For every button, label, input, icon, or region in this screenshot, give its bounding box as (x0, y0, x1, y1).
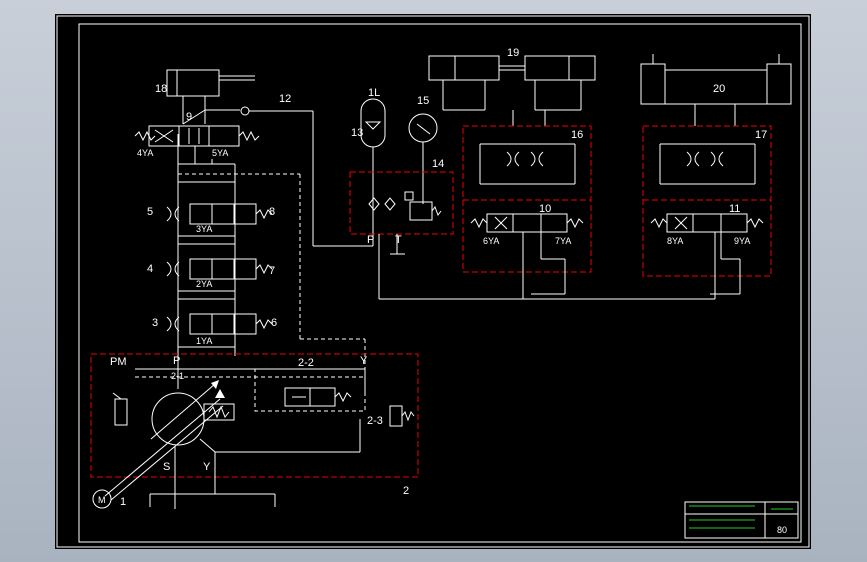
drawing-sheet[interactable]: 80 18 9 12 4YA 5YA 5 8 3YA 4 7 2YA 3 6 1… (55, 14, 811, 549)
label-2-3: 2-3 (367, 415, 383, 427)
label-15: 15 (417, 95, 429, 107)
cylinder-20-group (640, 54, 792, 299)
cylinder-18 (166, 69, 220, 97)
label-1ya: 1YA (196, 336, 212, 346)
label-14: 14 (432, 158, 444, 170)
label-8ya: 8YA (667, 236, 683, 246)
label-10: 10 (539, 203, 551, 215)
label-pp: P (367, 234, 374, 246)
label-t: T (395, 234, 402, 246)
outer-frame (56, 15, 810, 548)
valve-6 (166, 298, 273, 348)
valve-2-2-group (254, 368, 366, 412)
label-3ya: 3YA (196, 224, 212, 234)
labels: 18 9 12 4YA 5YA 5 8 3YA 4 7 2YA 3 6 1YA … (98, 47, 767, 508)
label-7: 7 (269, 265, 275, 277)
accumulator-13 (360, 98, 386, 148)
pump-boundary (90, 353, 419, 478)
label-5: 5 (147, 206, 153, 218)
label-y2: Y (203, 461, 211, 473)
label-16: 16 (571, 129, 583, 141)
label-11: 11 (729, 203, 740, 215)
label-5ya: 5YA (212, 148, 228, 158)
hydraulic-schematic: 80 18 9 12 4YA 5YA 5 8 3YA 4 7 2YA 3 6 1… (56, 15, 810, 548)
label-20: 20 (713, 83, 725, 95)
label-1: 1 (120, 496, 126, 508)
label-pm: PM (110, 356, 127, 368)
label-9: 9 (186, 111, 192, 123)
label-19: 19 (507, 47, 519, 59)
cylinder-19-group (428, 55, 596, 299)
pump-station (90, 353, 419, 509)
title-block: 80 (684, 501, 799, 539)
valve-stack (134, 69, 373, 394)
label-8: 8 (269, 206, 275, 218)
motor (92, 489, 112, 509)
valve-9 (148, 125, 240, 147)
label-p: P (173, 355, 180, 367)
label-m: M (98, 495, 106, 505)
label-6: 6 (271, 317, 277, 329)
check-valve-12 (240, 106, 250, 116)
valve-14-boundary (349, 171, 454, 235)
valve-17-11-boundary (642, 125, 772, 277)
valve-7 (166, 243, 273, 292)
label-13: 13 (351, 127, 363, 139)
accumulator-group (349, 98, 715, 300)
label-6ya: 6YA (483, 236, 499, 246)
valve-8 (166, 181, 273, 237)
label-y: Y (360, 355, 368, 367)
label-s: S (163, 461, 170, 473)
label-4: 4 (147, 263, 153, 275)
label-1l: 1L (368, 87, 380, 99)
label-2: 2 (403, 485, 409, 497)
label-9ya: 9YA (734, 236, 750, 246)
title-block-scale: 80 (777, 525, 787, 535)
label-18: 18 (155, 83, 167, 95)
label-2ya: 2YA (196, 279, 212, 289)
label-2-2: 2-2 (298, 357, 314, 369)
label-12: 12 (279, 93, 291, 105)
inner-frame (78, 23, 802, 543)
label-2-1: 2-1 (171, 371, 184, 381)
label-17: 17 (755, 129, 767, 141)
valve-16-10-boundary (462, 125, 592, 273)
label-7ya: 7YA (555, 236, 571, 246)
label-4ya: 4YA (137, 148, 153, 158)
label-3: 3 (152, 317, 158, 329)
